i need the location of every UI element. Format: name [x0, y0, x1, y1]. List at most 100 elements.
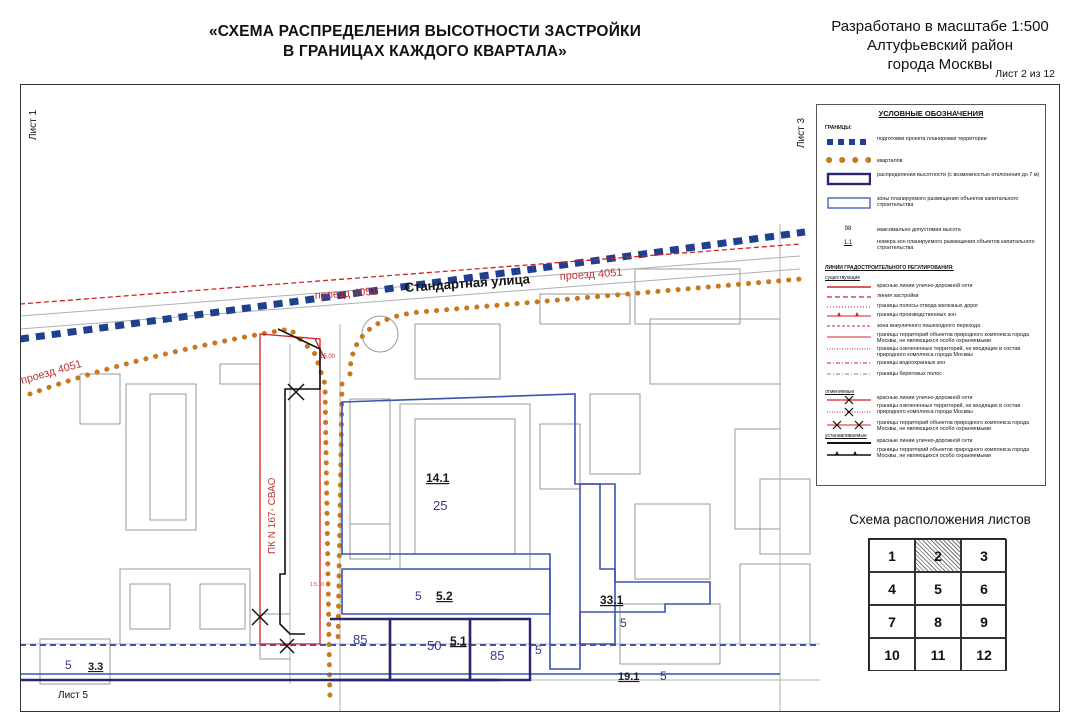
height-value: 5 — [535, 643, 542, 657]
scale-line-3: города Москвы — [887, 56, 993, 73]
legend-line-item: границы территорий объектов природного к… — [877, 332, 1030, 345]
zone-number: 14.1 — [426, 471, 450, 485]
legend: УСЛОВНЫЕ ОБОЗНАЧЕНИЯ ГРАНИЦЫ: подготовки… — [816, 104, 1046, 486]
height-value: 85 — [353, 632, 367, 647]
legend-lines-header: ЛИНИИ ГРАДОСТРОИТЕЛЬНОГО РЕГУЛИРОВАНИЯ: — [825, 265, 954, 271]
sheet-cell-9: 9 — [961, 605, 1007, 638]
legend-item: зоны планируемого размещения объектов ка… — [877, 196, 1019, 209]
project-boundary-symbol — [827, 139, 871, 145]
legend-item: кварталов — [877, 158, 903, 164]
zone-number-symbol: 1.1 — [843, 240, 853, 246]
legend-item: подготовки проекта планировки территории — [877, 136, 987, 142]
building — [79, 373, 121, 425]
zone-boundary-symbol — [827, 197, 871, 209]
sheet-cell-10: 10 — [869, 638, 915, 671]
building — [634, 268, 741, 325]
scale-line-1: Разработано в масштабе 1:500 — [831, 18, 1049, 35]
height-value: 85 — [490, 648, 504, 663]
legend-established-header: устанавливаемые — [825, 433, 867, 439]
zone-number: 19.1 — [618, 671, 639, 683]
building — [125, 383, 197, 531]
building — [199, 583, 246, 630]
cancel-mark — [287, 383, 305, 401]
sheet-cell-1: 1 — [869, 539, 915, 572]
sheet-cell-3: 3 — [961, 539, 1007, 572]
quarter-boundary-symbol — [826, 157, 871, 163]
established-symbols — [827, 442, 871, 456]
building — [149, 393, 187, 521]
building — [129, 583, 171, 630]
scale-block: Разработано в масштабе 1:500 Алтуфьевски… — [815, 17, 1065, 74]
sheet-label-left: Лист 1 — [28, 109, 39, 140]
sheet-cell-4: 4 — [869, 572, 915, 605]
legend-line-item: границы озелененных территорий, не входя… — [877, 346, 1021, 359]
document-title: «СХЕМА РАСПРЕДЕЛЕНИЯ ВЫСОТНОСТИ ЗАСТРОЙК… — [150, 22, 700, 62]
map-canvas: Стандартная улица проезд 4051 проезд 405… — [20, 224, 820, 712]
cancelled-symbols — [827, 395, 871, 430]
cancel-mark — [279, 638, 295, 654]
legend-cancelled-header: отменяемые — [825, 389, 855, 395]
legend-item: распределения высотности (с возможностью… — [877, 172, 1040, 178]
red-line-corridor — [259, 333, 321, 645]
height-value: 25 — [433, 498, 447, 513]
established-red-line — [277, 328, 321, 635]
red-line-label: ПК N 167- СВАО — [267, 477, 278, 554]
legend-line-item: границы производственных зон — [877, 312, 957, 318]
sheet-cell-12: 12 — [961, 638, 1007, 671]
quarter-boundary-west — [27, 326, 333, 707]
passage-label: проезд 4051 — [559, 267, 623, 283]
legend-boundaries-header: ГРАНИЦЫ: — [825, 125, 852, 131]
sheet-cell-5: 5 — [915, 572, 961, 605]
legend-title: УСЛОВНЫЕ ОБОЗНАЧЕНИЯ — [878, 109, 984, 118]
legend-item: номера зон планируемого размещения объек… — [877, 239, 1035, 252]
line-symbols — [827, 286, 871, 375]
legend-cancelled-item: границы озелененных территорий, не входя… — [877, 403, 1021, 416]
quarter-boundary-north — [347, 276, 803, 377]
zone-number: 33.1 — [600, 593, 624, 607]
building — [349, 523, 391, 560]
title-line-1: «СХЕМА РАСПРЕДЕЛЕНИЯ ВЫСОТНОСТИ ЗАСТРОЙК… — [208, 23, 642, 40]
height-value: 5 — [620, 616, 627, 630]
legend-line-item: границы полосы отвода железных дорог — [877, 303, 979, 309]
legend-item: максимально допустимая высота — [877, 227, 961, 233]
passage-label: проезд 4051 — [314, 286, 378, 302]
legend-line-item: линия застройки — [877, 293, 919, 299]
height-value: 5 — [415, 589, 422, 603]
legend-line-item: красные линии улично-дорожной сети — [877, 283, 973, 289]
height-value: 5 — [65, 658, 72, 672]
zone-number: 5.1 — [450, 634, 467, 648]
building — [414, 323, 501, 380]
legend-established-item: красные линии улично-дорожной сети — [877, 438, 973, 444]
dimension-label: 1.5.10 — [310, 582, 324, 588]
sheet-label-right: Лист 3 — [796, 117, 807, 148]
legend-line-item: границы береговых полос — [877, 371, 942, 377]
height-symbol: 98 — [844, 226, 852, 232]
quarter-boundary-east — [335, 381, 345, 647]
building — [589, 393, 641, 475]
legend-existing-header: существующие — [825, 275, 861, 281]
building — [634, 503, 711, 580]
sheet-cell-11: 11 — [915, 638, 961, 671]
cancel-marks — [251, 383, 305, 654]
dimension-label: 15.00 — [320, 354, 336, 360]
sheet-label-bottom: Лист 5 — [58, 690, 89, 701]
zone-5-2-boundary — [341, 568, 551, 615]
height-value: 50 — [427, 638, 441, 653]
legend-established-item: границы территорий объектов природного к… — [877, 447, 1030, 460]
sheet-cell-6: 6 — [961, 572, 1007, 605]
sheet-number: Лист 2 из 12 — [995, 68, 1055, 80]
cancel-mark — [251, 608, 269, 626]
legend-line-item: границы водоохранных зон — [877, 360, 946, 366]
title-line-2: В ГРАНИЦАХ КАЖДОГО КВАРТАЛА» — [282, 43, 568, 60]
height-boundary-symbol — [826, 172, 871, 186]
scale-line-2: Алтуфьевский район — [866, 37, 1014, 54]
sheet-layout-title: Схема расположения листов — [849, 512, 1031, 527]
zone-number: 5.2 — [436, 589, 453, 603]
map-frame — [20, 84, 1060, 712]
zone-33-1-boundary — [579, 483, 616, 645]
legend-cancelled-item: красные линии улично-дорожной сети — [877, 395, 973, 401]
building — [39, 638, 111, 685]
height-boundaries — [20, 617, 532, 682]
